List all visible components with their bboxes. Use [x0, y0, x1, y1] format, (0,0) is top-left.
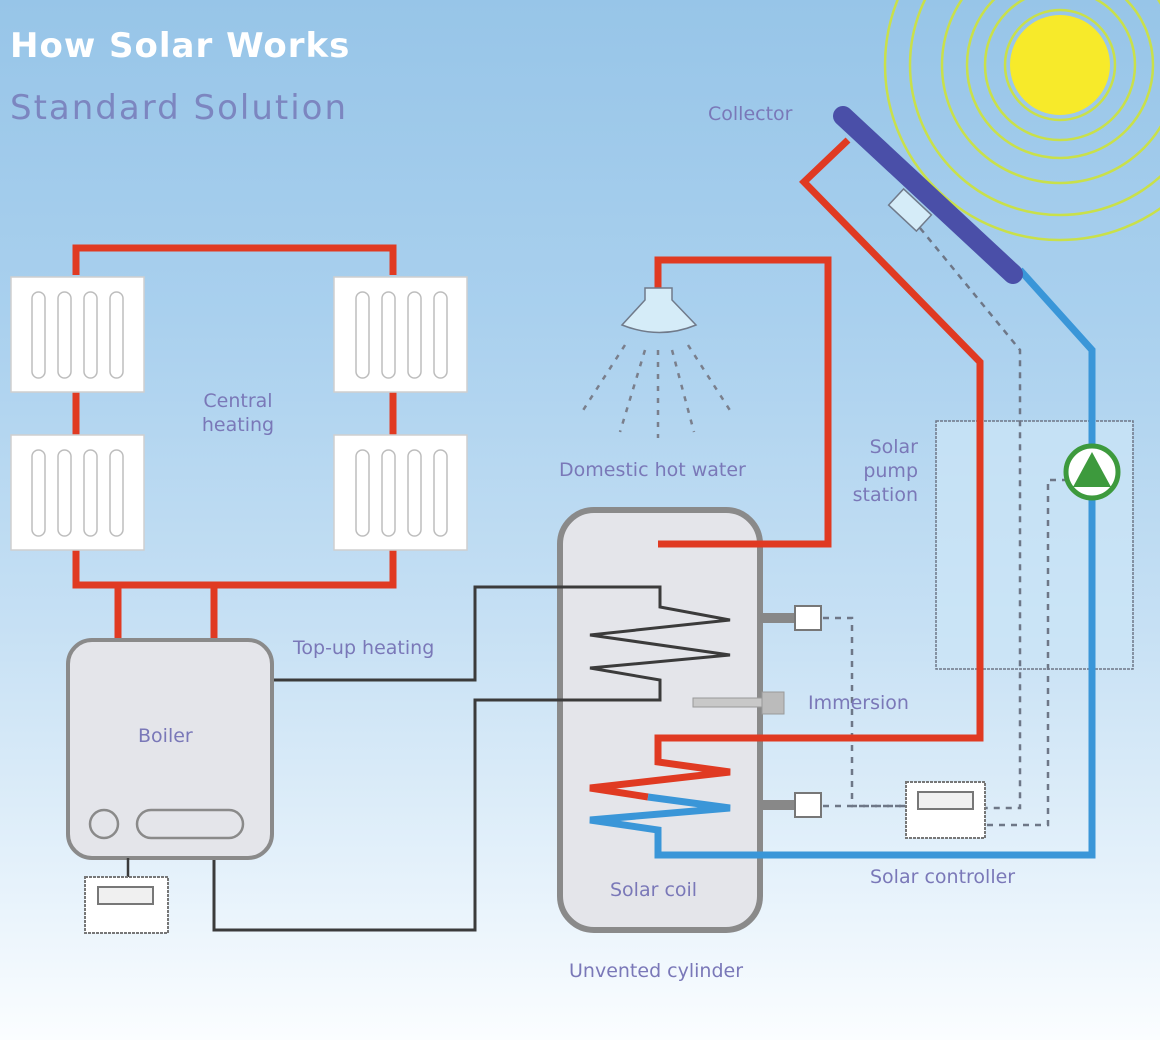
controller-display — [917, 791, 974, 810]
collector-panel — [833, 106, 1023, 284]
solar-coil-cold — [589, 793, 1092, 859]
unvented-cylinder-label: Unvented cylinder — [569, 960, 744, 982]
solar-pump-line3: station — [852, 483, 918, 506]
collector-sensor — [887, 187, 933, 233]
pump-arrow — [1073, 452, 1111, 487]
solar-coil-hot — [589, 734, 980, 801]
water-spray — [578, 344, 735, 438]
shower-icon — [620, 287, 698, 334]
solar-controller-label: Solar controller — [870, 866, 1016, 888]
top-up-heating-label: Top-up heating — [293, 637, 435, 659]
top-up-coil — [475, 585, 731, 702]
radiator-icon — [10, 276, 145, 393]
unvented-cylinder — [557, 507, 763, 933]
boiler-label: Boiler — [138, 725, 193, 747]
coil-sensor-pocket — [760, 800, 795, 810]
cylinder-sensor — [794, 605, 822, 631]
immersion-head — [761, 691, 785, 715]
central-heating-line1: Central — [203, 390, 273, 412]
boiler — [66, 638, 274, 860]
page-title: How Solar Works — [10, 26, 351, 66]
coil-sensor — [794, 792, 822, 818]
central-heating-line2: heating — [201, 413, 275, 436]
immersion-heater — [692, 697, 764, 708]
solar-pump-line2: pump — [863, 459, 918, 482]
radiator-icon — [333, 276, 468, 393]
domestic-hot-water-label: Domestic hot water — [559, 459, 746, 481]
collector-label: Collector — [708, 103, 793, 125]
solar-pump-station-label: Solar pump station — [850, 436, 918, 507]
thermostat-display — [97, 886, 154, 905]
solar-pump-line1: Solar — [869, 436, 918, 458]
sun-rings — [883, 0, 1160, 242]
central-heating-label: Central heating — [196, 390, 280, 438]
immersion-label: Immersion — [808, 692, 909, 714]
radiator-icon — [333, 434, 468, 551]
hot-water-pipe — [654, 256, 832, 548]
page-subtitle: Standard Solution — [10, 88, 348, 128]
boiler-dial — [88, 808, 120, 840]
sun-icon — [1010, 15, 1110, 115]
radiator-icon — [10, 434, 145, 551]
solar-coil-label: Solar coil — [610, 879, 698, 901]
central-heating-pipes — [72, 244, 397, 640]
cylinder-sensor-pocket — [760, 613, 795, 623]
boiler-display — [135, 808, 245, 840]
sensor-cables — [823, 227, 1092, 827]
